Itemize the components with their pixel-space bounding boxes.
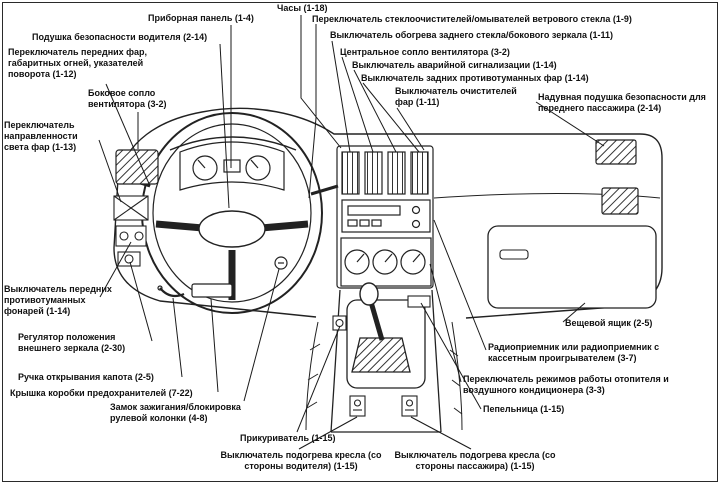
shift-lever (359, 282, 385, 341)
leader-glove-box (562, 302, 586, 323)
leader-headlight-washer (396, 107, 425, 151)
label-passenger-airbag: Надувная подушка безопасности для передн… (538, 92, 706, 113)
leader-climate-control (429, 263, 462, 383)
label-headlight-washer: Выключатель очистителей фар (1-11) (395, 86, 517, 107)
instrument-cluster (179, 141, 285, 191)
label-clock: Часы (1-18) (277, 3, 328, 13)
leader-center-vent (341, 56, 374, 153)
label-front-fog-switch: Выключатель передних противотуманных фон… (4, 284, 112, 316)
hood-release-lever (157, 285, 185, 298)
steering-wheel (141, 112, 323, 314)
leader-driver-airbag (219, 43, 230, 209)
center-stack (336, 145, 434, 289)
label-side-vent: Боковое сопло вентилятора (3-2) (88, 88, 167, 109)
center-console (305, 282, 463, 433)
leader-hazard-switch (353, 69, 397, 153)
label-headlight-leveling: Переключатель направленности света фар (… (4, 120, 78, 152)
label-fuse-box-cover: Крышка коробки предохранителей (7-22) (10, 388, 193, 398)
leader-passenger-airbag (535, 101, 605, 147)
leader-ashtray (420, 302, 482, 410)
fuse-box-cover-panel (191, 283, 233, 298)
leader-ignition-lock (243, 268, 280, 402)
side-vent-right (601, 187, 639, 215)
climate-panel (340, 237, 432, 287)
leader-wiper-switch (308, 24, 317, 199)
passenger-airbag-vent (595, 139, 637, 165)
leader-mirror-control (129, 261, 153, 342)
glove-box-panel (487, 225, 657, 309)
ashtray-slot (407, 295, 431, 308)
leader-clock (300, 15, 342, 149)
label-glove-box: Вещевой ящик (2-5) (565, 318, 653, 328)
seat-heater-switch-left (349, 395, 366, 417)
label-driver-airbag: Подушка безопасности водителя (2-14) (32, 32, 208, 42)
label-wiper-switch: Переключатель стеклоочистителей/омывател… (312, 14, 632, 24)
vent-switch-row (341, 151, 429, 195)
shift-boot (351, 337, 411, 373)
label-headlight-switch: Переключатель передних фар, габаритных о… (8, 47, 148, 79)
leader-seat-heater-driver (298, 416, 358, 450)
label-rear-defogger: Выключатель обогрева заднего стекла/боко… (330, 30, 613, 40)
label-cigarette-lighter: Прикуриватель (1-15) (240, 433, 336, 443)
leader-rear-defogger (331, 40, 351, 153)
seat-heater-switch-right (401, 395, 418, 417)
ignition-switch (274, 256, 288, 270)
radio-unit (341, 199, 431, 233)
label-climate-control: Переключатель режимов работы отопителя и… (463, 374, 669, 395)
leader-lines (98, 15, 605, 450)
leader-headlight-leveling (98, 139, 122, 203)
label-ignition-lock: Замок зажигания/блокировка рулевой колон… (110, 402, 241, 423)
label-radio: Радиоприемник или радиоприемник с кассет… (488, 342, 660, 363)
side-vent-left (115, 149, 159, 185)
leader-headlight-switch (105, 83, 151, 187)
label-seat-heater-passenger: Выключатель подогрева кресла (со стороны… (394, 450, 556, 471)
leader-hood-release (172, 297, 183, 378)
label-hood-release: Ручка открывания капота (2-5) (18, 372, 154, 382)
label-hazard-switch: Выключатель аварийной сигнализации (1-14… (352, 60, 557, 70)
label-seat-heater-driver: Выключатель подогрева кресла (со стороны… (220, 450, 382, 471)
leader-rear-fog-switch (362, 82, 420, 153)
switch-panel-left (113, 195, 149, 247)
leader-fuse-box-cover (210, 298, 219, 393)
label-center-vent: Центральное сопло вентилятора (3-2) (340, 47, 510, 57)
label-ashtray: Пепельница (1-15) (483, 404, 565, 414)
leader-front-fog-switch (99, 241, 132, 298)
label-rear-fog-switch: Выключатель задних противотуманных фар (… (361, 73, 589, 83)
leader-seat-heater-passenger (410, 416, 472, 450)
label-mirror-control: Регулятор положения внешнего зеркала (2-… (18, 332, 126, 353)
leader-cigarette-lighter (296, 325, 341, 433)
leader-radio (433, 219, 487, 351)
label-instrument-panel: Приборная панель (1-4) (148, 13, 254, 23)
